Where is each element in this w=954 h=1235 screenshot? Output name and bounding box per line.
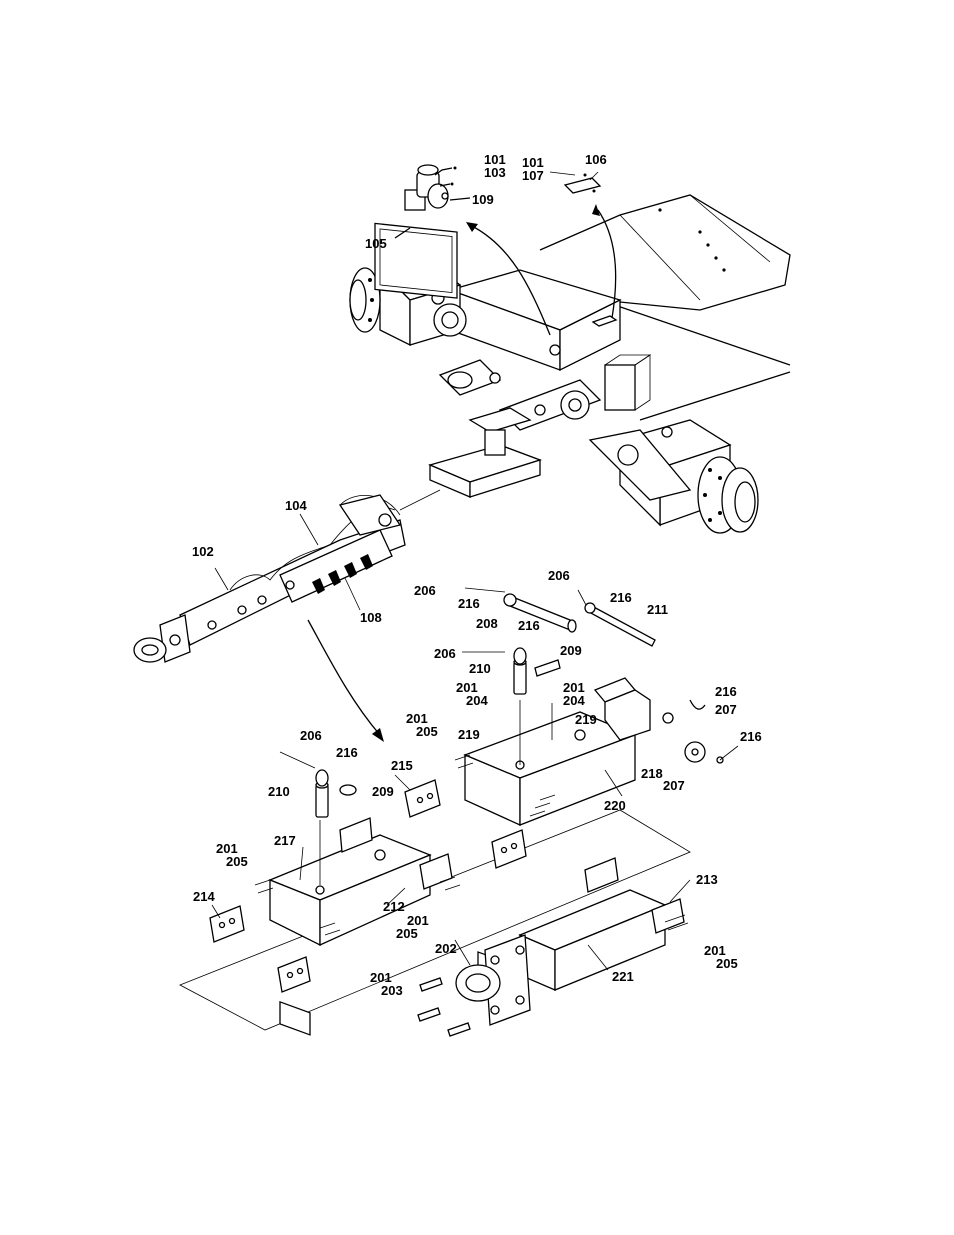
callout-213: 213 — [696, 872, 718, 887]
callout-204: 204 — [466, 693, 488, 708]
callout-102: 102 — [192, 544, 214, 559]
callout-214: 214 — [193, 889, 215, 904]
callout-104: 104 — [285, 498, 307, 513]
callout-207: 207 — [663, 778, 685, 793]
callout-109: 109 — [472, 192, 494, 207]
pin-210-lower — [280, 752, 356, 817]
callout-216: 216 — [518, 618, 540, 633]
callout-204: 204 — [563, 693, 585, 708]
callout-221: 221 — [612, 969, 634, 984]
callout-219: 219 — [575, 712, 597, 727]
callout-206: 206 — [548, 568, 570, 583]
callout-210: 210 — [268, 784, 290, 799]
callout-106: 106 — [585, 152, 607, 167]
callout-207: 207 — [715, 702, 737, 717]
callout-216: 216 — [610, 590, 632, 605]
callout-206: 206 — [300, 728, 322, 743]
callout-205: 205 — [396, 926, 418, 941]
callout-219: 219 — [458, 727, 480, 742]
callout-206: 206 — [434, 646, 456, 661]
callout-105: 105 — [365, 236, 387, 251]
callout-205: 205 — [716, 956, 738, 971]
callout-206: 206 — [414, 583, 436, 598]
callout-212: 212 — [383, 899, 405, 914]
callout-216: 216 — [715, 684, 737, 699]
callout-216: 216 — [458, 596, 480, 611]
tube-221 — [418, 858, 688, 1036]
callout-203: 203 — [381, 983, 403, 998]
callout-211: 211 — [647, 602, 668, 617]
callout-218: 218 — [641, 766, 663, 781]
callout-103: 103 — [484, 165, 506, 180]
callout-216: 216 — [336, 745, 358, 760]
callout-217: 217 — [274, 833, 296, 848]
callout-209: 209 — [560, 643, 582, 658]
callout-215: 215 — [391, 758, 413, 773]
callout-108: 108 — [360, 610, 382, 625]
callout-205: 205 — [416, 724, 438, 739]
callout-210: 210 — [469, 661, 491, 676]
callout-216: 216 — [740, 729, 762, 744]
callout-209: 209 — [372, 784, 394, 799]
callout-220: 220 — [604, 798, 626, 813]
callout-107: 107 — [522, 168, 544, 183]
callout-202: 202 — [435, 941, 457, 956]
callout-205: 205 — [226, 854, 248, 869]
callout-208: 208 — [476, 616, 498, 631]
